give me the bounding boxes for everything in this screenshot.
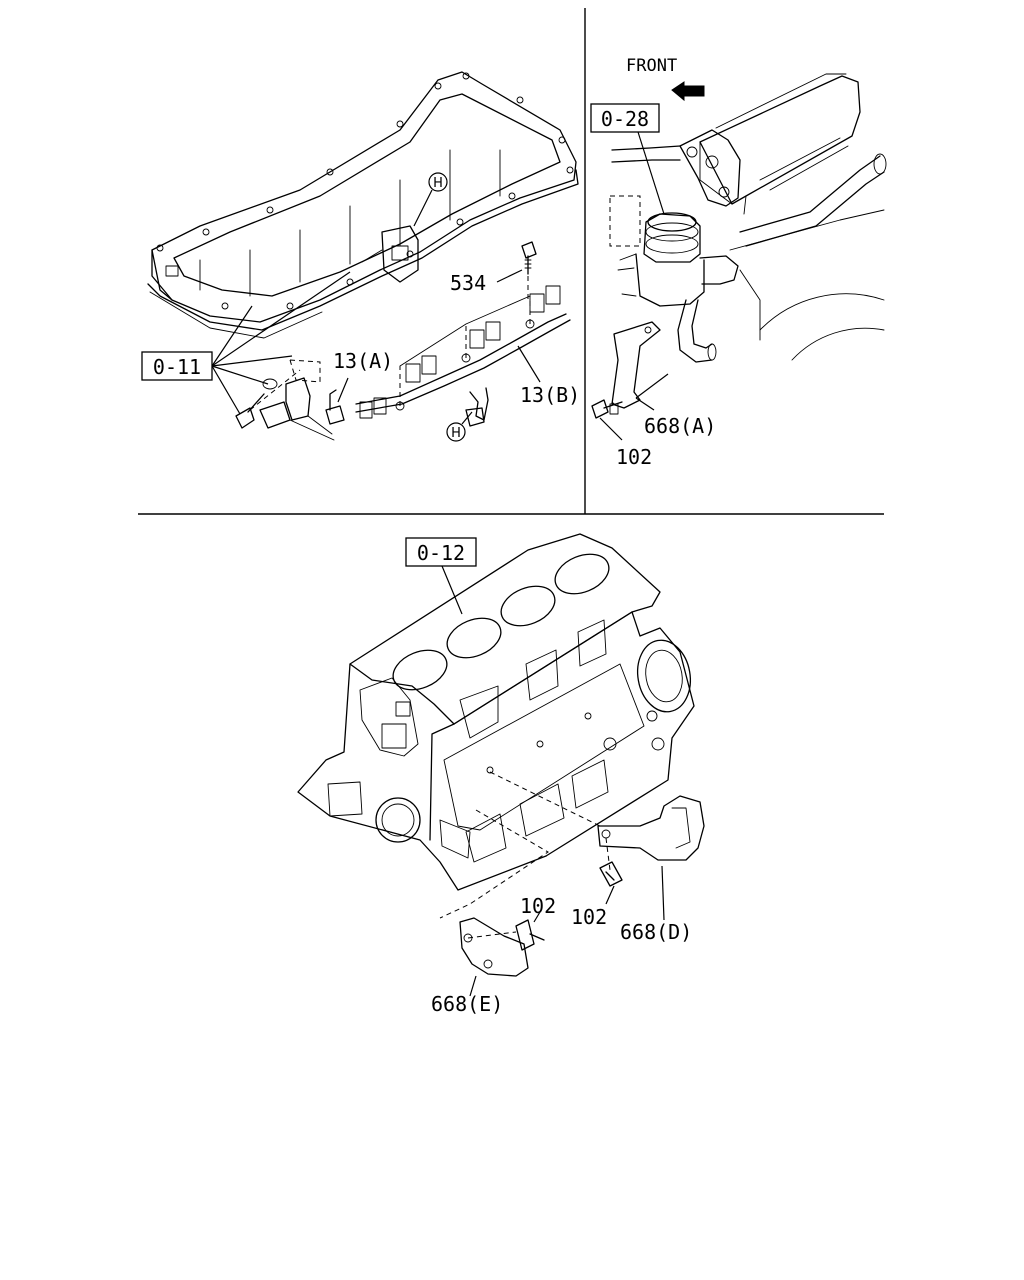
ref-0-12: 0-12 — [405, 537, 477, 615]
engine-side-drawing — [591, 73, 887, 441]
callout-668a: 668(A) — [644, 414, 716, 438]
callout-668e: 668(E) — [431, 992, 503, 1016]
connector-h-lower: H — [446, 411, 473, 442]
connector-h-lower-label: H — [451, 426, 461, 441]
cylinder-block-drawing — [297, 533, 695, 919]
callout-13b: 13(B) — [520, 383, 580, 407]
callout-102-top: 102 — [616, 445, 652, 469]
connector-h-upper: H — [413, 172, 448, 227]
ref-0-12-label: 0-12 — [417, 541, 465, 565]
sensor-13a-drawing — [235, 359, 349, 441]
ref-0-11-label: 0-11 — [153, 355, 201, 379]
callout-13a: 13(A) — [333, 349, 393, 373]
bracket-668e-drawing — [459, 911, 545, 997]
harness-13b-drawing — [355, 285, 571, 427]
connector-h-upper-label: H — [433, 176, 443, 191]
ref-0-11: 0-11 — [141, 271, 351, 415]
orientation-front: FRONT — [626, 56, 677, 76]
callout-102-right: 102 — [571, 905, 607, 929]
oil-pan-drawing — [147, 71, 579, 339]
bolt-534-drawing — [496, 241, 537, 302]
ref-0-28-label: 0-28 — [601, 107, 649, 131]
callout-102-left: 102 — [520, 894, 556, 918]
ref-0-28: 0-28 — [590, 103, 660, 133]
callout-668d: 668(D) — [620, 920, 692, 944]
callout-534: 534 — [450, 271, 486, 295]
bracket-668d-drawing — [597, 795, 705, 921]
